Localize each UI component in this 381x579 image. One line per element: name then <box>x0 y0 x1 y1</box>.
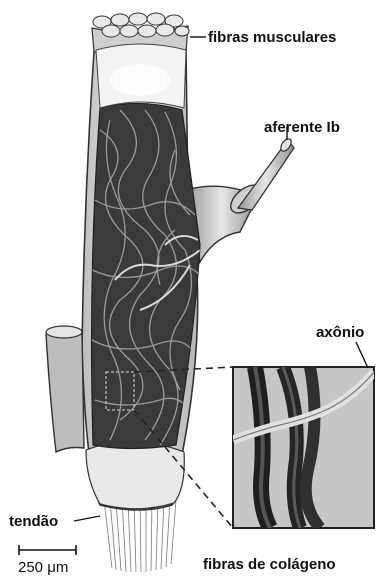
afferent-axon-shaft <box>238 144 294 210</box>
label-tendon: tendão <box>9 514 58 529</box>
tendon-fibrils <box>104 500 176 572</box>
inset-detail <box>233 367 374 528</box>
capsule-flap <box>46 329 84 452</box>
scale-bar <box>19 545 76 555</box>
muscle-dome-highlight <box>110 64 170 96</box>
label-afferent: aferente Ib <box>264 120 340 135</box>
label-muscle-fibers: fibras musculares <box>208 30 336 45</box>
label-collagen: fibras de colágeno <box>203 557 336 572</box>
scale-bar-label: 250 μm <box>18 560 68 575</box>
capsule-flap-edge <box>46 326 82 338</box>
label-axon: axônio <box>316 325 364 340</box>
